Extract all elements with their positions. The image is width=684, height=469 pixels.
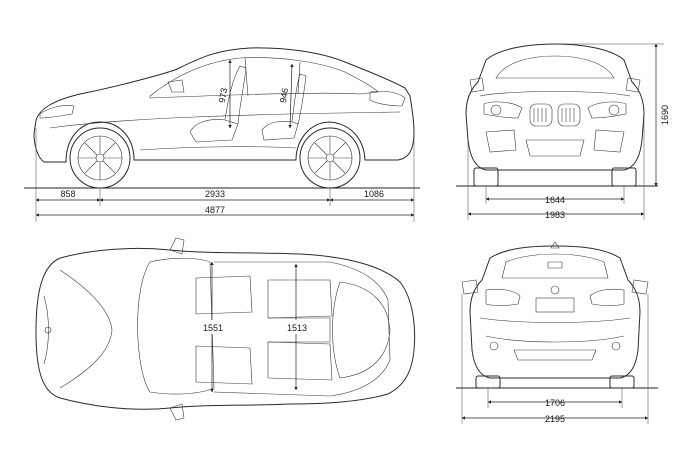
dim-rear-seat-width: 1513	[287, 323, 307, 333]
top-view: 1551 1513	[35, 237, 416, 421]
front-view: 1644 1983 1690	[456, 43, 670, 220]
dim-front-overhang: 858	[60, 189, 75, 199]
side-view: 858 2933 1086 4877 973 946	[24, 47, 420, 222]
dim-wheelbase: 2933	[205, 189, 225, 199]
side-rear-wheel	[299, 127, 361, 189]
dim-front-track: 1644	[545, 195, 565, 205]
dim-overall-length: 4877	[205, 205, 225, 215]
dim-rear-headroom: 946	[278, 87, 290, 104]
dim-rear-track: 1706	[545, 398, 565, 408]
rear-view: 1706 2195	[456, 241, 658, 424]
dim-vehicle-width: 1983	[545, 210, 565, 220]
dim-rear-overhang: 1086	[364, 189, 384, 199]
dim-width-with-mirrors: 2195	[545, 414, 565, 424]
side-front-wheel	[69, 127, 131, 189]
dim-front-headroom: 973	[217, 87, 229, 104]
dim-vehicle-height: 1690	[660, 105, 670, 125]
dim-front-seat-width: 1551	[203, 323, 223, 333]
